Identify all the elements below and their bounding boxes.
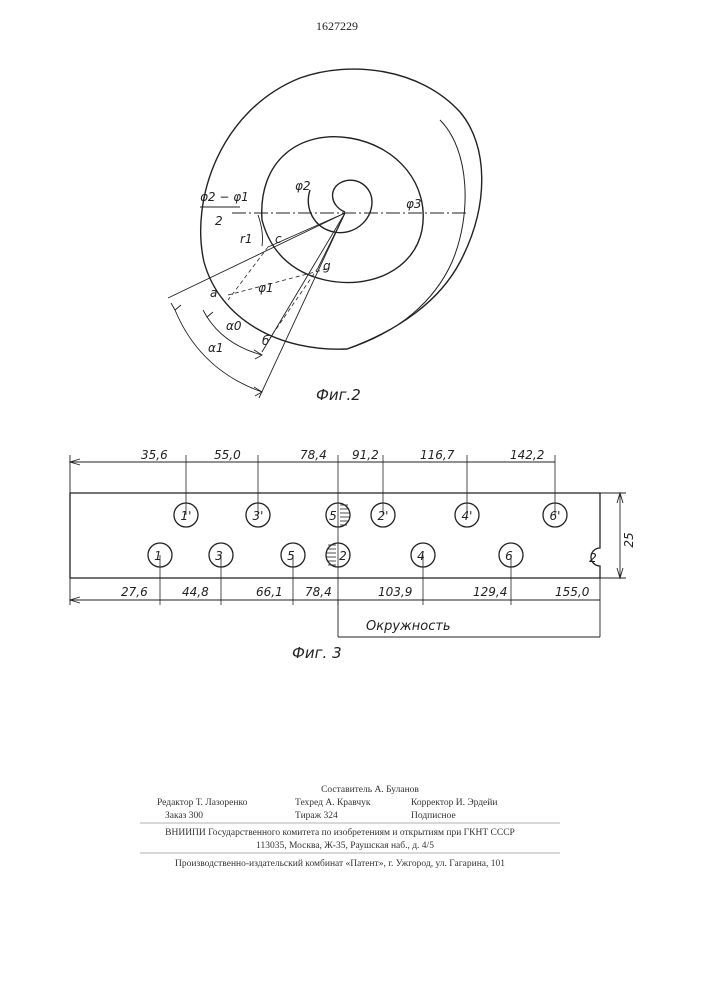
colophon-address: 113035, Москва, Ж-35, Раушская наб., д. … (256, 840, 434, 851)
fig2-middle-contour (262, 137, 423, 283)
colophon-plant: Производственно-издательский комбинат «П… (175, 858, 505, 869)
fig3-bot-hole-label-4: 4 (417, 549, 425, 563)
patent-number: 1627229 (316, 19, 358, 33)
fig2-outer-contour (201, 69, 482, 349)
fig2-ray-a (168, 213, 345, 298)
fig3-bot-hole-label-5: 5 (287, 549, 295, 563)
fig3-bot-dim-1: 27,6 (121, 585, 148, 599)
fig3-bot-hole-label-1: 1 (154, 549, 162, 563)
fig3-bot-hole-label-6: 6 (505, 549, 513, 563)
fig2-caption: Фиг.2 (316, 386, 361, 404)
fig2-label-phi1: φ1 (258, 281, 274, 295)
fig3-bot-dim-2: 44,8 (182, 585, 209, 599)
fig3-bot-hole-label-3: 3 (215, 549, 223, 563)
fig3-top-hole-label-4: 4' (462, 509, 473, 523)
fig2-label-phi-half-den: 2 (215, 214, 223, 228)
fig3-top-dim-6: 142,2 (510, 448, 544, 462)
colophon-institute: ВНИИПИ Государственного комитета по изоб… (165, 827, 515, 838)
colophon-run: Тираж 324 (295, 811, 338, 821)
fig3-circle-label: Окружность (366, 619, 451, 634)
fig3-bot-dim-3: 66,1 (256, 585, 283, 599)
fig3-top-hole-label-5: 5 (329, 509, 337, 523)
fig3-bot-dim-4: 78,4 (305, 585, 332, 599)
fig2-label-alpha0: α0 (226, 319, 242, 333)
fig2-outer-inner-edge (347, 120, 465, 349)
fig2-label-phi2: φ2 (295, 179, 311, 193)
fig2-label-c: c (275, 232, 282, 246)
fig3-bot-hole-label-2: 2 (339, 549, 347, 563)
fig2-label-a: a (210, 286, 217, 300)
fig3-bot-dim-7: 155,0 (555, 585, 590, 599)
fig2-ray-end (259, 213, 345, 398)
fig3-top-dim-5: 116,7 (420, 448, 455, 462)
colophon-compiler: Составитель А. Буланов (321, 785, 419, 795)
fig2-dash-a-c (228, 268, 330, 295)
fig3-top-dim-2: 55,0 (214, 448, 241, 462)
fig2-arrow-a0-end (254, 350, 262, 359)
fig3-height-label: 25 (622, 532, 636, 547)
fig3-top-hole-label-1: 1' (181, 509, 192, 523)
colophon-corrector: Корректор И. Эрдейи (411, 797, 497, 808)
fig3-drawing (70, 455, 626, 637)
fig3-caption: Фиг. 3 (292, 644, 342, 662)
fig3-edge-notch-label: 2 (589, 551, 597, 565)
fig3-top-dim-1: 35,6 (141, 448, 168, 462)
fig2-label-phi-half-num: φ2 − φ1 (200, 190, 249, 204)
fig3-top-hole-label-2: 2' (378, 509, 389, 523)
fig2-dash-g-b (270, 268, 318, 338)
fig2-label-alpha1: α1 (208, 341, 224, 355)
fig2-label-phi3: φ3 (406, 197, 422, 211)
fig2-arrow-a1-start (171, 303, 181, 310)
colophon-subscription: Подписное (411, 811, 456, 821)
fig2-label-g: g (323, 259, 331, 273)
fig3-top-hole-label-6: 6' (550, 509, 561, 523)
fig3-top-hole-label-3: 3' (253, 509, 264, 523)
fig2-label-r1: r1 (240, 232, 253, 246)
colophon-editor: Редактор Т. Лазоренко (157, 798, 248, 808)
fig2-arrow-a0-start (203, 310, 213, 317)
fig3-top-dim-4: 91,2 (352, 448, 379, 462)
colophon-tech-editor: Техред А. Кравчук (295, 798, 371, 808)
fig2-label-b: б (262, 334, 270, 348)
fig3-bot-dim-6: 129,4 (473, 585, 507, 599)
colophon-order: Заказ 300 (165, 811, 203, 821)
fig3-bot-dim-5: 103,9 (378, 585, 412, 599)
fig3-top-dim-3: 78,4 (300, 448, 327, 462)
